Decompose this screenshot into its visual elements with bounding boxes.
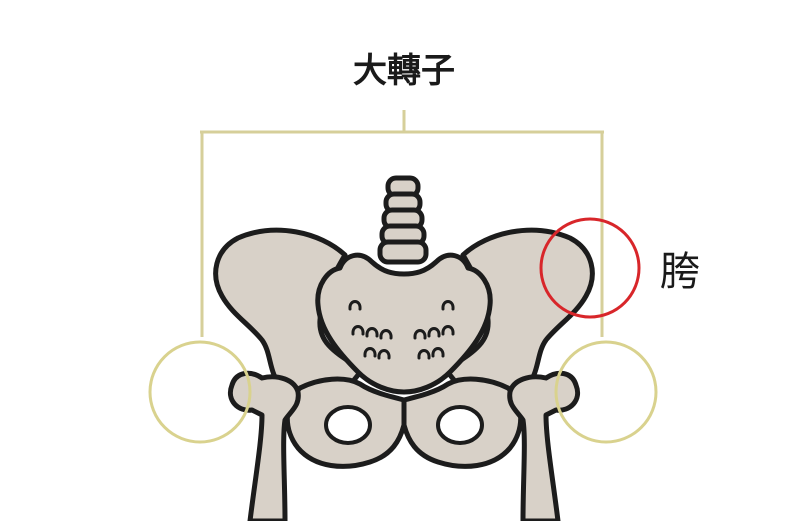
left-trochanter-circle (148, 340, 252, 444)
sacral-foramina (348, 300, 455, 360)
bracket (200, 110, 604, 337)
right-iliac-wing (443, 227, 595, 402)
vertebra (377, 239, 429, 265)
sacral-foramen (413, 329, 427, 340)
pelvis-bones (213, 175, 595, 521)
obturator-holes (324, 405, 484, 445)
sacral-foramen (348, 300, 362, 311)
sacral-foramen (365, 327, 379, 338)
left-obturator-foramen (324, 405, 372, 445)
hip-highlight-circle (539, 217, 641, 319)
spine (377, 175, 429, 265)
right-femur (507, 370, 580, 521)
sacral-foramen (351, 325, 365, 336)
sacral-foramen (431, 347, 445, 358)
right-trochanter-circle (554, 340, 658, 444)
right-obturator-foramen (436, 405, 484, 445)
sacral-foramen (441, 325, 455, 336)
left-iliac-wing (213, 227, 365, 402)
greater-trochanter-label: 大轉子 (353, 51, 455, 91)
sacral-foramen (377, 349, 391, 360)
sacral-foramen (379, 329, 393, 340)
sacral-foramen (417, 349, 431, 360)
sacral-foramen (363, 347, 377, 358)
sacral-foramen (441, 300, 455, 311)
sacrum (315, 252, 493, 395)
sacral-foramen (427, 327, 441, 338)
left-femur (228, 370, 301, 521)
hip-label: 胯 (660, 249, 700, 295)
